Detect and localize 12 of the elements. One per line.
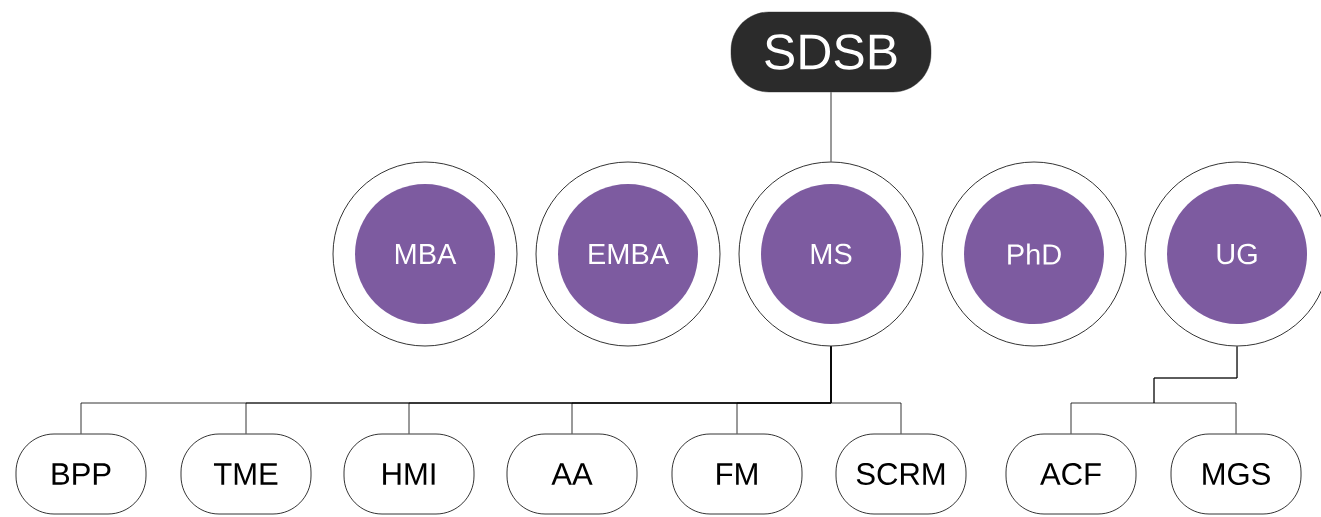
track-pill: AA bbox=[506, 433, 638, 515]
track-pill: HMI bbox=[343, 433, 475, 515]
track-pill: BPP bbox=[15, 433, 147, 515]
title-pill: SDSB bbox=[730, 11, 932, 93]
track-pill: ACF bbox=[1005, 433, 1137, 515]
connector-line bbox=[830, 91, 832, 162]
track-pill: FM bbox=[671, 433, 803, 515]
track-pill: SCRM bbox=[835, 433, 967, 515]
track-pill: TME bbox=[180, 433, 312, 515]
track-pill: MGS bbox=[1170, 433, 1302, 515]
connector-line bbox=[1153, 346, 1238, 434]
connector-line bbox=[830, 346, 902, 434]
